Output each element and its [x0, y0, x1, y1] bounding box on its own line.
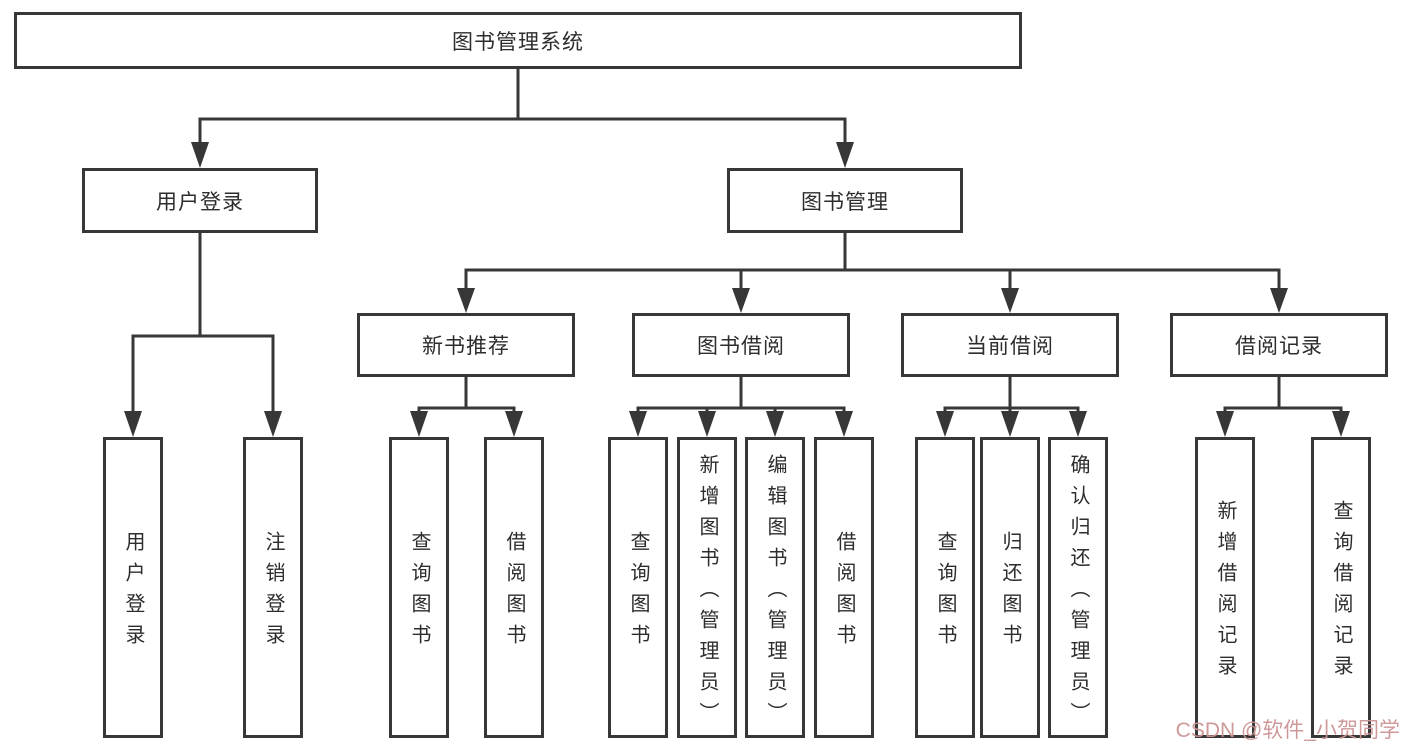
- node-current-borrow-label: 当前借阅: [966, 335, 1054, 358]
- leaf-add-book-admin-label: 新增图书（管理员）: [696, 453, 718, 733]
- node-user-login-label: 用户登录: [156, 190, 244, 214]
- leaf-add-borrow-record: 新增借阅记录: [1195, 437, 1255, 738]
- node-new-book-recommend-label: 新书推荐: [422, 335, 510, 358]
- leaf-edit-book-admin-label: 编辑图书（管理员）: [764, 453, 786, 733]
- node-book-borrow: 图书借阅: [632, 313, 850, 377]
- leaf-logout: 注销登录: [243, 437, 303, 738]
- leaf-borrow-books-recommend: 借阅图书: [484, 437, 544, 738]
- node-book-management: 图书管理: [727, 168, 963, 233]
- node-new-book-recommend: 新书推荐: [357, 313, 575, 377]
- leaf-user-login: 用户登录: [103, 437, 163, 738]
- node-root-system: 图书管理系统: [14, 12, 1022, 69]
- leaf-user-login-label: 用户登录: [122, 531, 144, 655]
- leaf-borrow-books-borrow: 借阅图书: [814, 437, 874, 738]
- leaf-confirm-return-admin-label: 确认归还（管理员）: [1067, 453, 1089, 733]
- leaf-borrow-books-borrow-label: 借阅图书: [833, 531, 855, 655]
- leaf-query-books-recommend: 查询图书: [389, 437, 449, 738]
- node-current-borrow: 当前借阅: [901, 313, 1119, 377]
- leaf-logout-label: 注销登录: [262, 531, 284, 655]
- leaf-borrow-books-recommend-label: 借阅图书: [503, 531, 525, 655]
- leaf-query-books-recommend-label: 查询图书: [408, 531, 430, 655]
- leaf-query-borrow-record-label: 查询借阅记录: [1330, 500, 1352, 686]
- leaf-query-borrow-record: 查询借阅记录: [1311, 437, 1371, 738]
- leaf-return-books-label: 归还图书: [999, 531, 1021, 655]
- leaf-query-books-borrow-label: 查询图书: [627, 531, 649, 655]
- node-borrow-records: 借阅记录: [1170, 313, 1388, 377]
- leaf-query-books-current: 查询图书: [915, 437, 975, 738]
- csdn-watermark: CSDN @软件_小贺同学: [1175, 719, 1400, 742]
- leaf-return-books: 归还图书: [980, 437, 1040, 738]
- node-book-management-label: 图书管理: [801, 190, 889, 214]
- node-borrow-records-label: 借阅记录: [1235, 335, 1323, 358]
- node-user-login: 用户登录: [82, 168, 318, 233]
- node-book-borrow-label: 图书借阅: [697, 335, 785, 358]
- leaf-edit-book-admin: 编辑图书（管理员）: [745, 437, 805, 738]
- leaf-add-borrow-record-label: 新增借阅记录: [1214, 500, 1236, 686]
- leaf-query-books-current-label: 查询图书: [934, 531, 956, 655]
- leaf-confirm-return-admin: 确认归还（管理员）: [1048, 437, 1108, 738]
- leaf-query-books-borrow: 查询图书: [608, 437, 668, 738]
- node-root-label: 图书管理系统: [452, 30, 584, 54]
- leaf-add-book-admin: 新增图书（管理员）: [677, 437, 737, 738]
